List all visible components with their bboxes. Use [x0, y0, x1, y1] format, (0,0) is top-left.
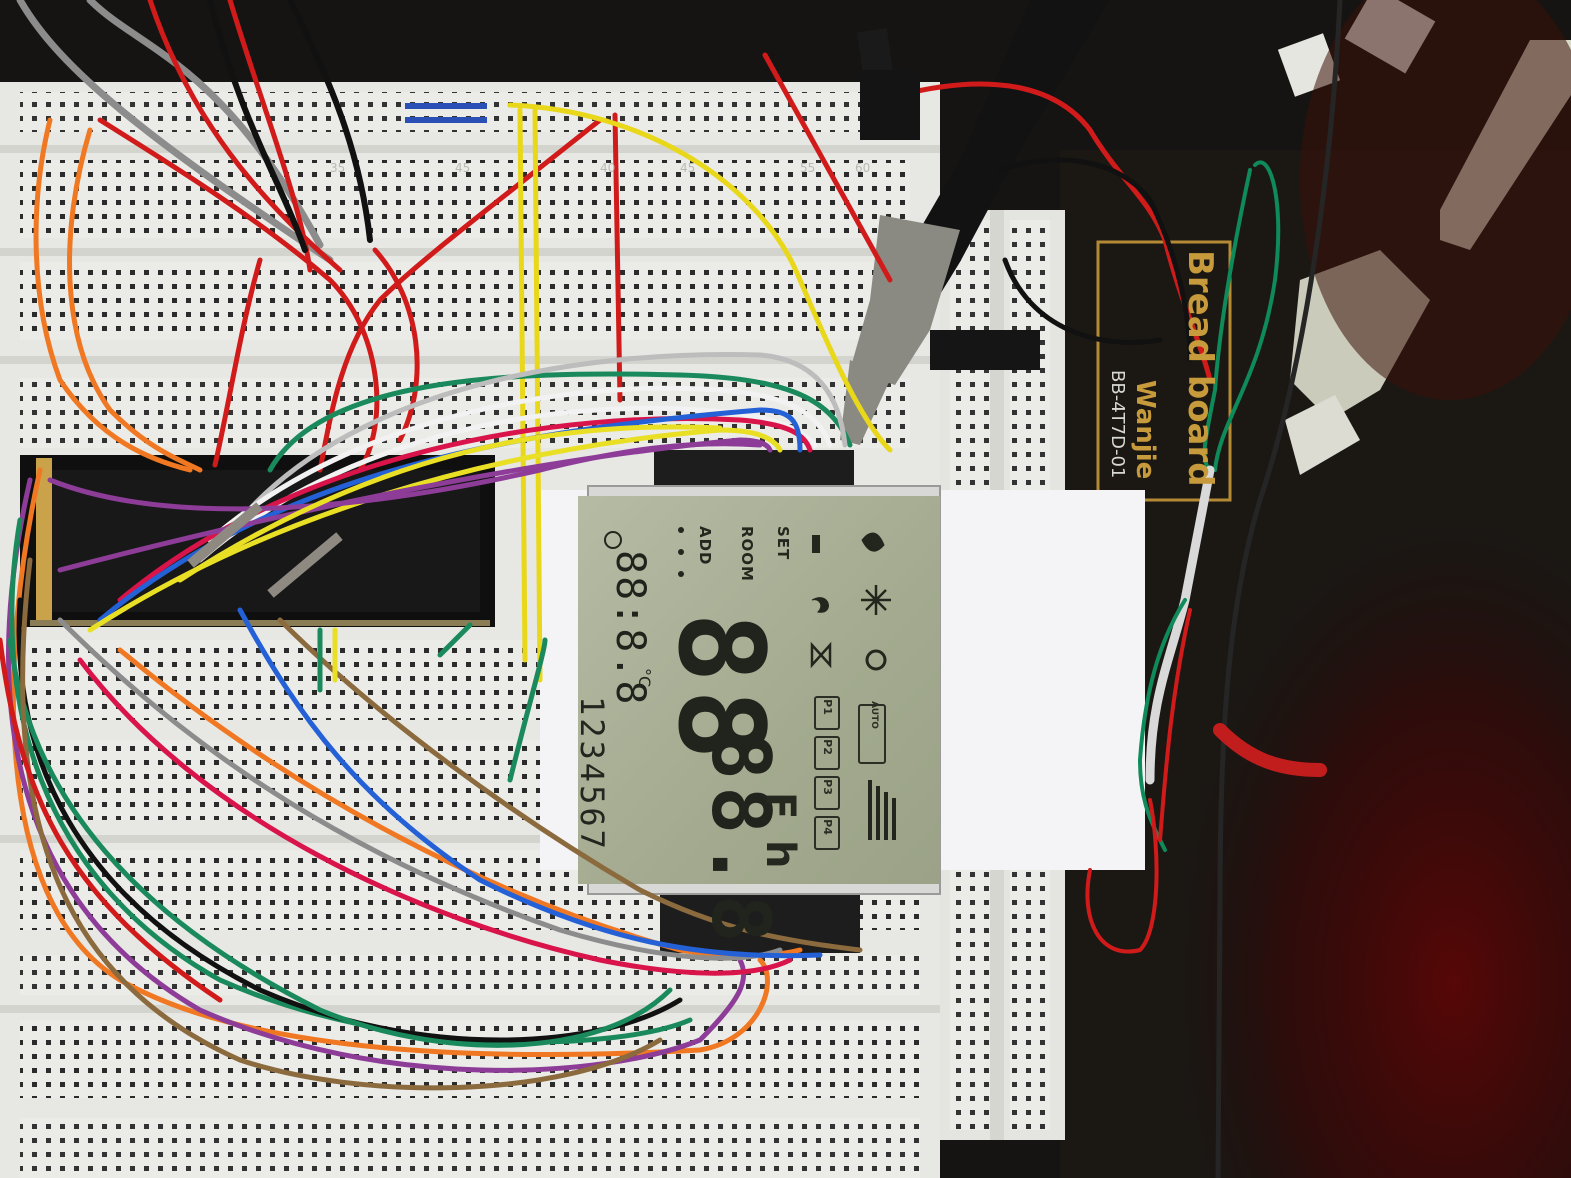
- lcd-auto-box: AUTO: [858, 701, 886, 764]
- svg-text:45: 45: [455, 161, 470, 175]
- lcd-hour-unit: h: [757, 840, 803, 869]
- lcd-day-row: 1234567: [573, 696, 611, 852]
- lcd-segments: [604, 527, 896, 840]
- lcd-mode-p3: P3: [814, 776, 840, 810]
- lcd-label-room: ROOM: [738, 526, 756, 582]
- flame-icon: [861, 532, 885, 552]
- clock-icon: [604, 531, 622, 549]
- signal-bars-icon: [868, 780, 896, 840]
- sun-icon: [865, 649, 887, 671]
- lcd-mode-p4: P4: [814, 816, 840, 850]
- svg-text:60: 60: [855, 161, 870, 175]
- lcd-mode-p2: P2: [814, 736, 840, 770]
- blurred-finger: [1100, 400, 1571, 1178]
- breadboard-brand-name: Wanjie: [1130, 380, 1160, 480]
- svg-text:45: 45: [680, 161, 695, 175]
- svg-text:40: 40: [600, 161, 615, 175]
- valve-icon: [810, 641, 832, 669]
- breadboard-brand-title: Bread board: [1180, 250, 1220, 487]
- lcd-fahrenheit-unit: F: [757, 792, 803, 820]
- svg-text:55: 55: [800, 161, 815, 175]
- lcd-mode-p1: P1: [814, 696, 840, 730]
- lcd-celsius-unit: °C: [635, 668, 654, 688]
- moon-icon: [811, 597, 829, 613]
- lcd-display: SET ROOM ADD 88:8.8 °C 1234567 88 88.8 F…: [573, 496, 940, 949]
- snowflake-icon: [861, 585, 891, 615]
- svg-text:35: 35: [330, 161, 345, 175]
- lcd-label-add: ADD: [696, 526, 714, 566]
- lcd-label-set: SET: [774, 526, 792, 561]
- thermometer-icon: [812, 535, 820, 553]
- breadboard-model: BB-4T7D-01: [1107, 370, 1128, 479]
